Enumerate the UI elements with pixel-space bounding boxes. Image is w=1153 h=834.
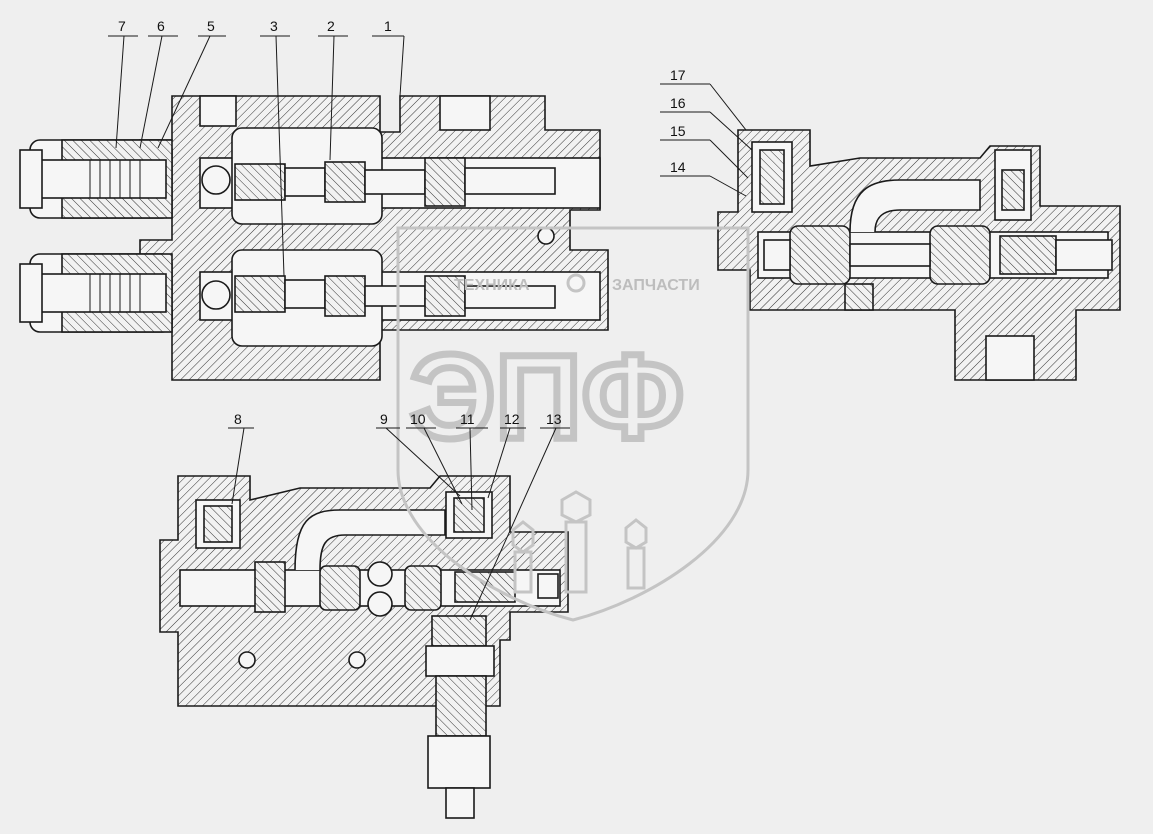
- callout-17: 17: [670, 67, 686, 83]
- callout-labels-right: 17 16 15 14: [670, 67, 686, 175]
- callout-14: 14: [670, 159, 686, 175]
- callout-7: 7: [118, 18, 126, 34]
- watermark-big-text: ЭПФ: [410, 330, 684, 464]
- callout-9: 9: [380, 411, 388, 427]
- watermark-text-right: ЗАПЧАСТИ: [612, 277, 700, 294]
- callout-13: 13: [546, 411, 562, 427]
- bolts-icon: [511, 490, 648, 594]
- callout-10: 10: [410, 411, 426, 427]
- callout-3: 3: [270, 18, 278, 34]
- right-valve-section: [717, 129, 1121, 381]
- gear-icon: [566, 273, 586, 293]
- callout-11: 11: [460, 411, 475, 427]
- top-valve-section: [19, 95, 609, 381]
- callout-8: 8: [234, 411, 242, 427]
- callout-labels-top: 7 6 5 3 2 1: [118, 18, 392, 34]
- callout-6: 6: [157, 18, 165, 34]
- callouts-bottom: [228, 427, 570, 621]
- callout-12: 12: [504, 411, 520, 427]
- callouts-right: [660, 83, 753, 197]
- watermark: ЭПФ ТЕХНИКА ЗАПЧАСТИ: [396, 226, 750, 622]
- watermark-text-left: ТЕХНИКА: [454, 277, 530, 294]
- callout-labels-bottom: 8 9 10 11 12 13: [234, 411, 562, 427]
- callout-16: 16: [670, 95, 686, 111]
- callout-5: 5: [207, 18, 215, 34]
- callout-15: 15: [670, 123, 686, 139]
- bottom-valve-section: [159, 475, 569, 819]
- callouts-top: [108, 35, 405, 277]
- callout-2: 2: [327, 18, 335, 34]
- callout-1: 1: [384, 18, 392, 34]
